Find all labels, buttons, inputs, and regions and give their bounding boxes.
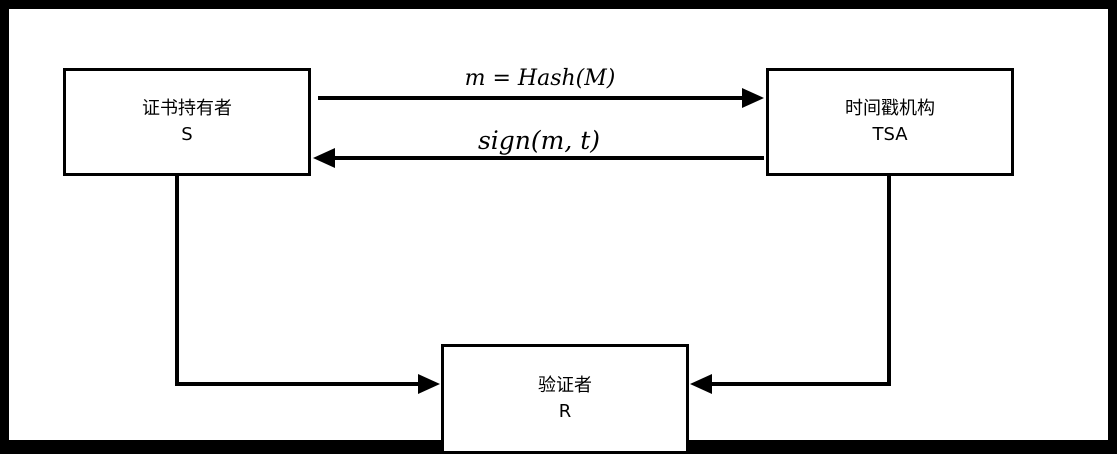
edge-tsa-to-r-arrowhead xyxy=(690,374,712,394)
node-timestamp-authority: 时间戳机构 TSA xyxy=(766,68,1014,176)
node-verifier-code: R xyxy=(558,401,572,422)
edge-tsa-to-r-line xyxy=(710,176,891,386)
node-verifier: 验证者 R xyxy=(441,344,689,454)
edge-tsa-to-s-label: sign(m, t) xyxy=(478,126,600,155)
node-timestamp-authority-code: TSA xyxy=(872,124,908,145)
node-verifier-name: 验证者 xyxy=(538,375,592,396)
node-timestamp-authority-name: 时间戳机构 xyxy=(845,98,935,119)
node-certificate-holder: 证书持有者 S xyxy=(63,68,311,176)
node-certificate-holder-code: S xyxy=(181,124,193,145)
edge-s-to-r-arrowhead xyxy=(418,374,440,394)
edge-s-to-tsa-label: m = Hash(M) xyxy=(465,66,616,91)
edge-s-to-r xyxy=(175,176,440,394)
node-certificate-holder-name: 证书持有者 xyxy=(142,98,232,119)
edge-s-to-tsa xyxy=(318,88,764,108)
diagram-edges: m = Hash(M) sign(m, t) xyxy=(175,66,891,394)
edge-tsa-to-s xyxy=(313,148,764,168)
edge-s-to-tsa-arrowhead xyxy=(742,88,764,108)
edge-tsa-to-s-arrowhead xyxy=(313,148,335,168)
edge-tsa-to-r xyxy=(690,176,891,394)
edge-s-to-r-line xyxy=(175,176,420,386)
